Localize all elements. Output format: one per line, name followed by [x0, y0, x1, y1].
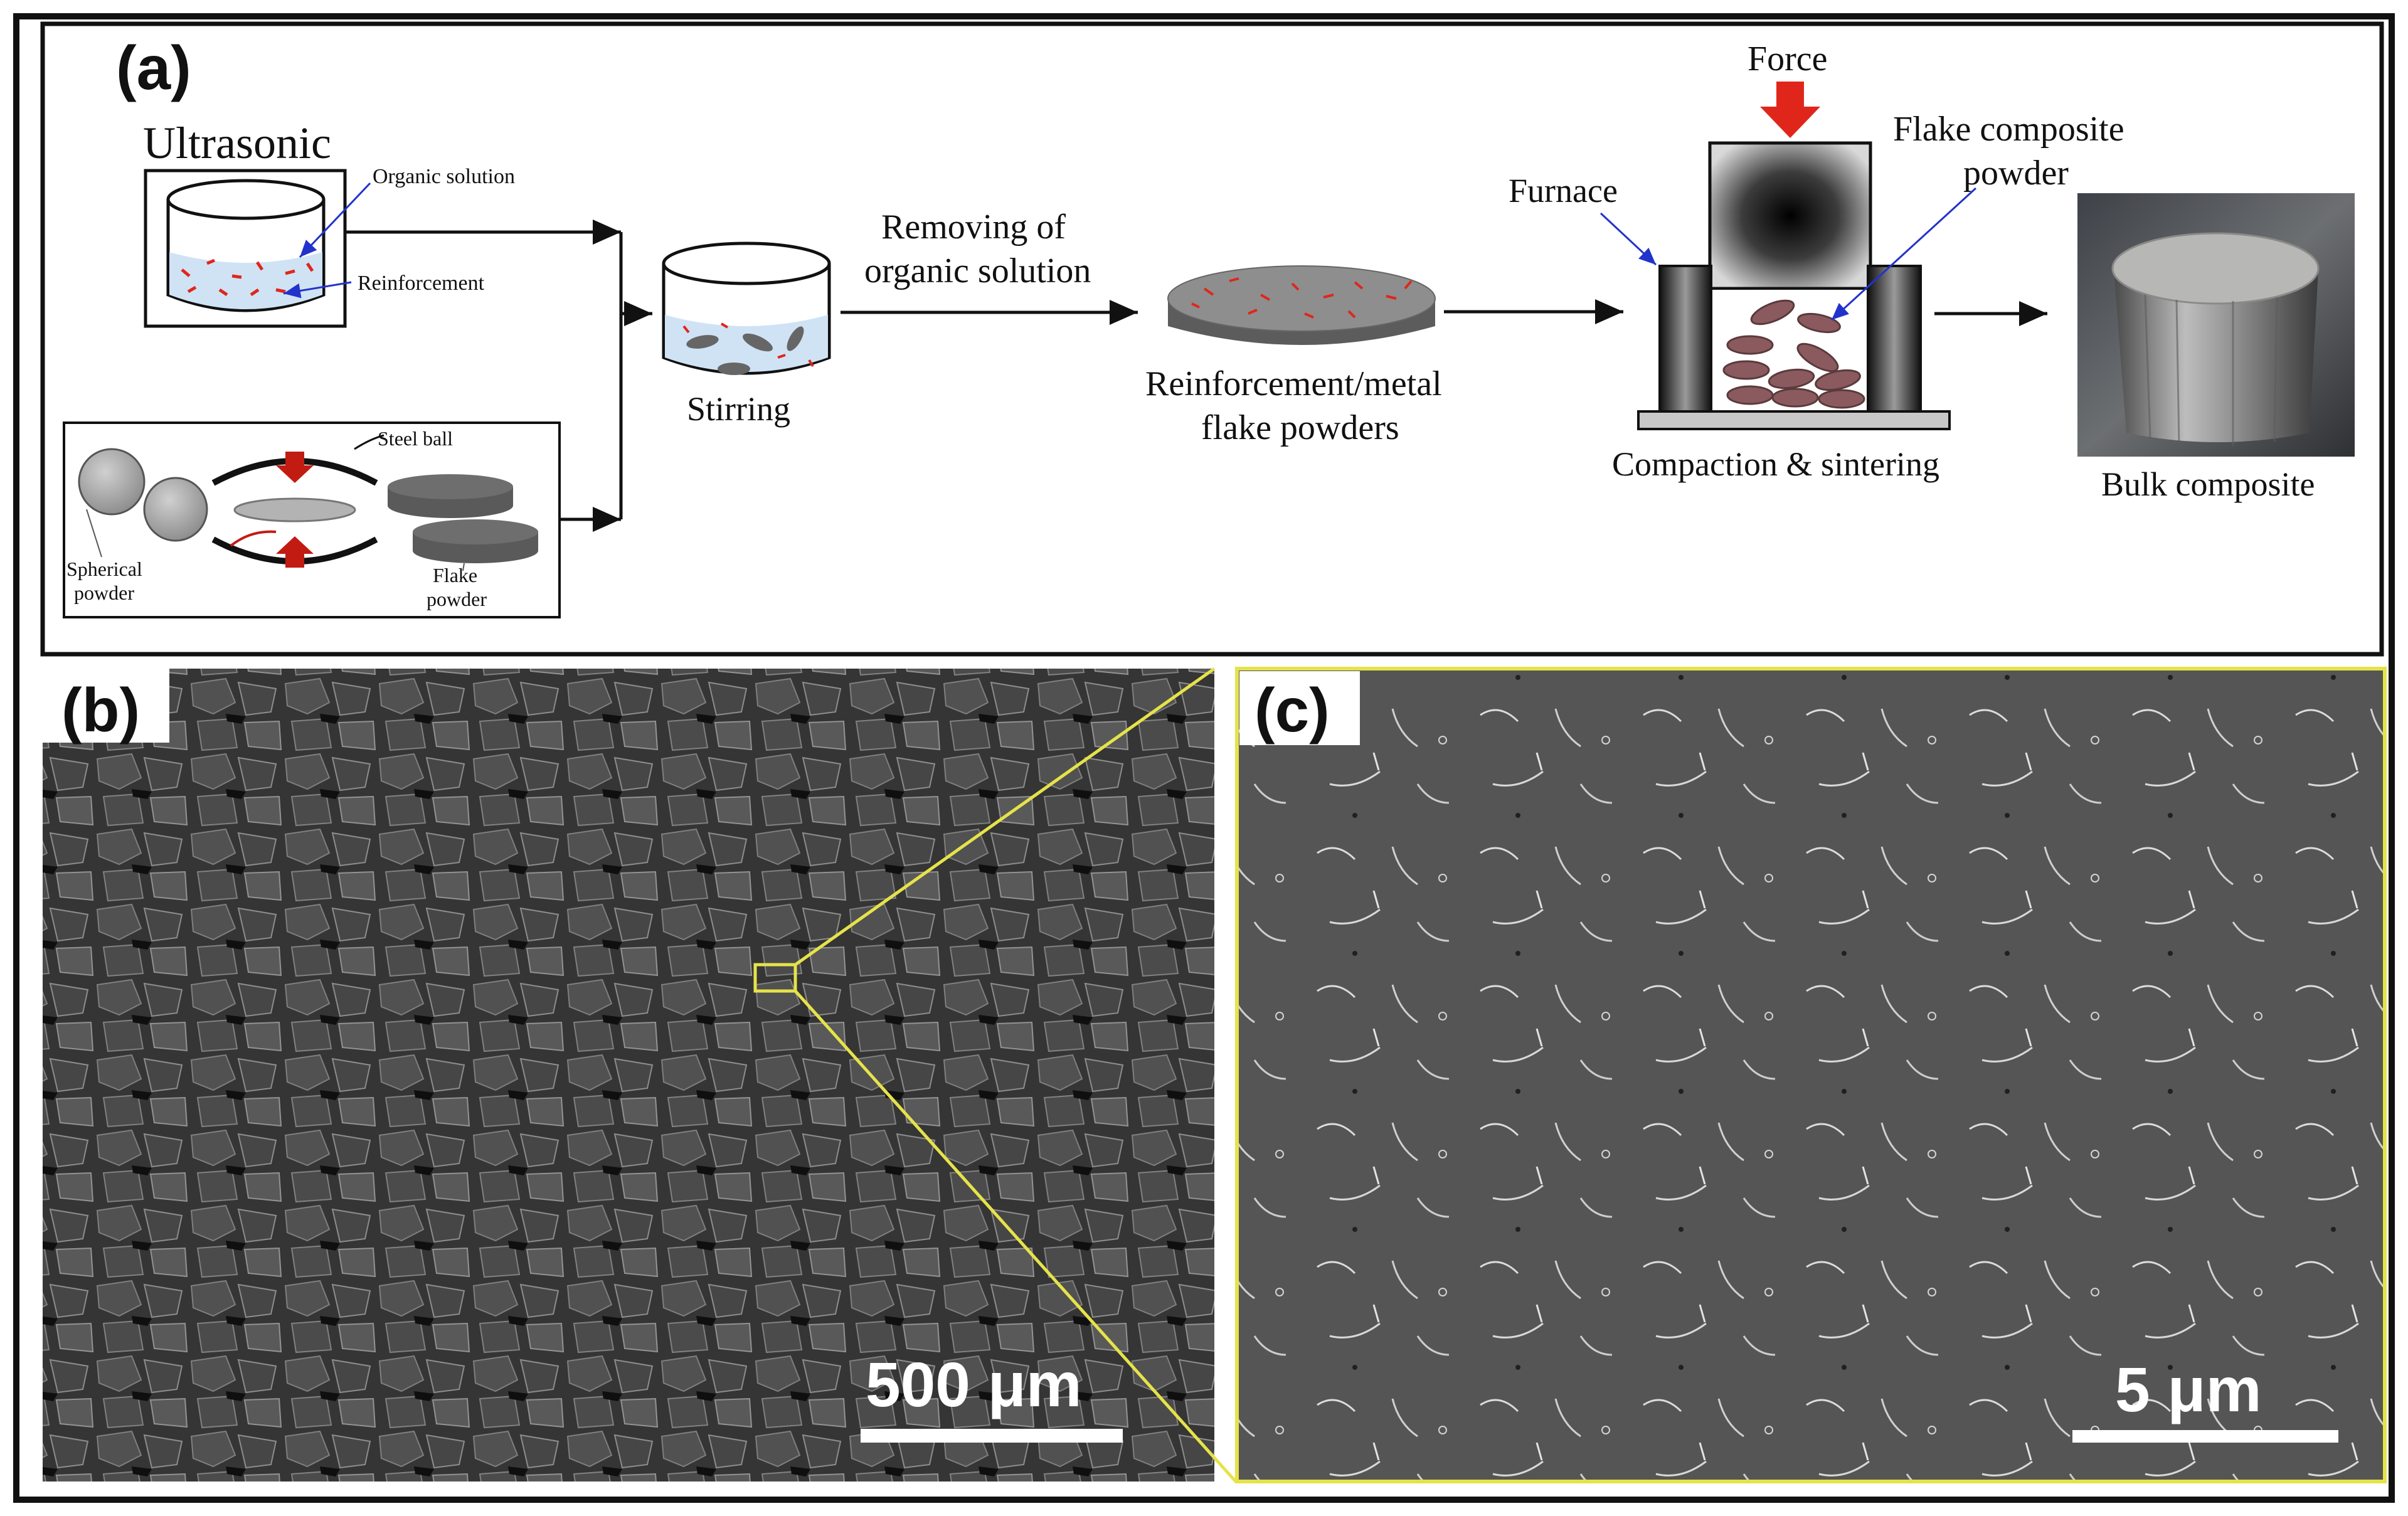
bulk-composite-label: Bulk composite: [2101, 465, 2315, 503]
ultrasonic-title: Ultrasonic: [143, 118, 331, 168]
panel-b-label: (b): [61, 676, 140, 745]
force-label: Force: [1748, 40, 1828, 78]
panel-c-label: (c): [1254, 676, 1330, 745]
panel-b-label-bg: [43, 669, 169, 743]
compaction-label: Compaction & sintering: [1612, 445, 1939, 483]
spherical-label-2: powder: [74, 581, 134, 604]
stirring-label: Stirring: [687, 390, 790, 428]
reinforcement-pointer: [283, 281, 352, 299]
outer-frame: [13, 13, 2395, 1503]
organic-solution-pointer: [299, 182, 371, 258]
sem-image-b: [43, 669, 1214, 1482]
reinforcement-label: Reinforcement: [358, 272, 485, 295]
flake-powders-label-2: flake powders: [1201, 408, 1399, 447]
stirring-beaker: [662, 241, 831, 375]
organic-solution-label: Organic solution: [373, 165, 515, 188]
scale-bar-c: [2072, 1430, 2338, 1443]
ball-milling-box: [63, 421, 561, 618]
removing-label-1: Removing of: [881, 208, 1066, 246]
force-arrow: [1760, 82, 1820, 138]
flake-composite-label-2: powder: [1963, 154, 2069, 193]
flake-composite-pointer: [1830, 187, 1977, 321]
scale-bar-b: [861, 1429, 1123, 1443]
panel-c-label-bg: [1239, 671, 1360, 745]
flake-powder-disc: [1167, 265, 1436, 345]
panel-c-frame: [1235, 667, 2387, 1483]
panel-a-frame: [40, 21, 2384, 657]
flake-composite-label-1: Flake composite: [1893, 110, 2124, 149]
scale-bar-c-label: 5 μm: [2115, 1355, 2262, 1425]
zoom-line-bottom: [794, 990, 1237, 1483]
furnace-pointer: [1599, 212, 1657, 266]
press-assembly: [1637, 141, 1951, 430]
removing-label-2: organic solution: [864, 252, 1091, 290]
flake-label-2: powder: [427, 588, 487, 610]
zoom-box: [753, 963, 797, 993]
flake-powders-label-1: Reinforcement/metal: [1145, 364, 1442, 403]
zoom-line-top: [794, 667, 1216, 967]
steel-ball-label: Steel ball: [378, 427, 453, 450]
furnace-label: Furnace: [1509, 172, 1618, 209]
spherical-label-1: Spherical: [66, 558, 142, 580]
scale-bar-b-label: 500 μm: [866, 1350, 1082, 1420]
sem-image-c: [1237, 669, 2385, 1482]
bulk-composite-photo: [2077, 193, 2355, 457]
ultrasonic-beaker: [144, 169, 347, 328]
panel-a-label: (a): [116, 33, 191, 102]
flake-label-1: Flake: [433, 564, 477, 586]
